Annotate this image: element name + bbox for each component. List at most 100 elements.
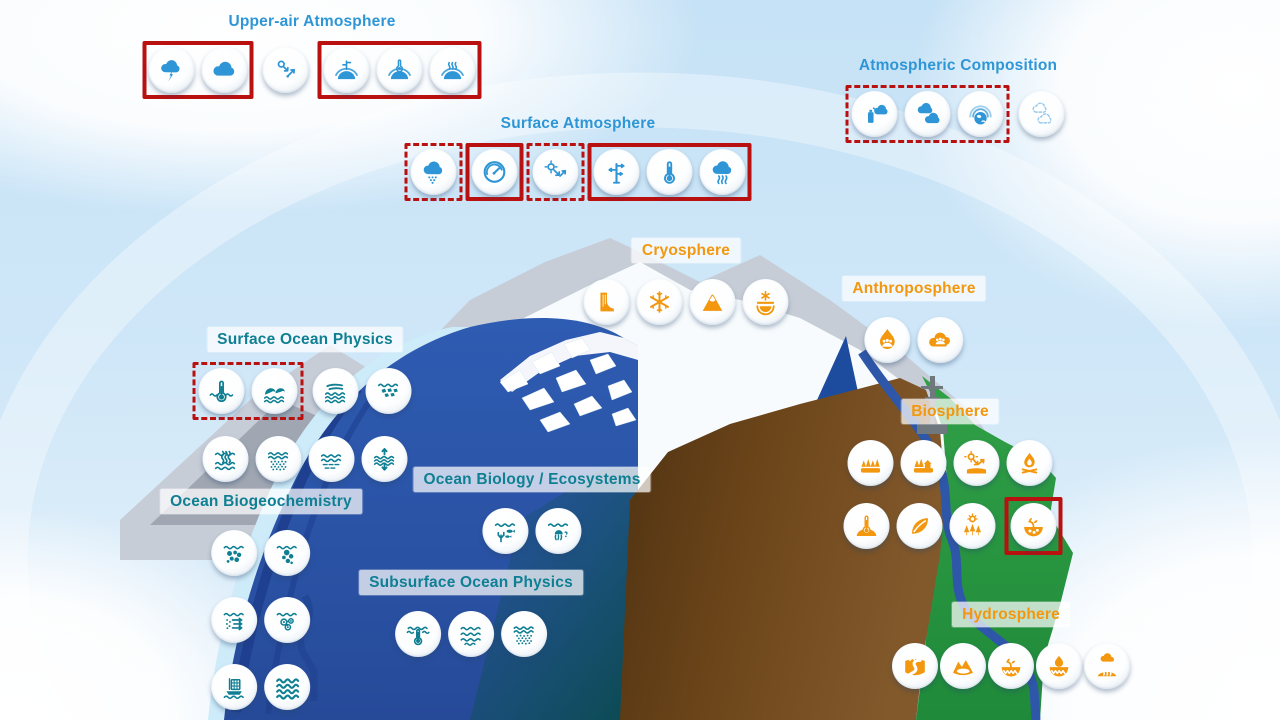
precipitation-icon[interactable] [410, 149, 457, 196]
upper-air-water-vapour-icon[interactable] [429, 47, 476, 94]
snow-icon[interactable] [636, 279, 683, 326]
icon-segment [206, 658, 317, 716]
lake-glyph [949, 652, 977, 680]
group-anthroposphere: Anthroposphere [842, 276, 986, 369]
surface-currents-icon[interactable] [202, 436, 249, 483]
cloud-rain-glyph [420, 158, 448, 186]
ozone-glyph [967, 100, 995, 128]
sea-ice-icon[interactable] [365, 368, 412, 415]
transient-tracers-icon[interactable] [211, 664, 258, 711]
sea-level-glyph [318, 445, 346, 473]
surface-temperature-icon[interactable] [646, 149, 693, 196]
highlight-box-solid [587, 143, 752, 202]
spray-cloud-glyph [861, 100, 889, 128]
surface-wind-icon[interactable] [593, 149, 640, 196]
nutrients-icon[interactable] [211, 597, 258, 644]
icon-row [477, 502, 588, 560]
earth-radiation-budget-icon[interactable] [262, 47, 309, 94]
greenhouse-gases-icon[interactable] [904, 91, 951, 138]
ocean-surface-stress-icon[interactable] [312, 368, 359, 415]
sun-arrows-glyph [542, 158, 570, 186]
albedo-icon[interactable] [953, 440, 1000, 487]
albedo-glyph [963, 449, 991, 477]
highlight-box-dotted [404, 143, 463, 202]
marine-habitats-icon[interactable] [482, 508, 529, 555]
group-label-biosphere: Biosphere [901, 399, 999, 425]
group-label-cryosphere: Cryosphere [631, 238, 741, 264]
groundwater-icon[interactable] [988, 643, 1034, 690]
land-surface-temperature-icon[interactable] [843, 503, 890, 550]
land-cover-icon[interactable] [900, 440, 947, 487]
icon-row [206, 658, 317, 716]
icon-row [578, 273, 795, 331]
sea-surface-salinity-icon[interactable] [255, 436, 302, 483]
groundwater-glyph [997, 652, 1025, 680]
surface-stress-glyph [322, 377, 350, 405]
icon-row [886, 637, 1136, 695]
leaf-area-index-icon[interactable] [896, 503, 943, 550]
upper-air-wind-icon[interactable] [323, 47, 370, 94]
upper-air-temperature-icon[interactable] [376, 47, 423, 94]
cloud-people-glyph [926, 326, 954, 354]
plankton-icon[interactable] [535, 508, 582, 555]
evap-land-glyph [1093, 652, 1121, 680]
plankton-glyph [545, 517, 573, 545]
precursor-clouds-glyph [1028, 100, 1056, 128]
cloud-vapour-glyph [709, 158, 737, 186]
sub-salinity-glyph [510, 620, 538, 648]
lakes-icon[interactable] [940, 643, 986, 690]
group-label-subsurface-ocean-physics: Subsurface Ocean Physics [359, 570, 583, 596]
nutrients-glyph [221, 606, 249, 634]
sea-state-icon[interactable] [251, 368, 298, 415]
sea-ice-floes-glyph [375, 377, 403, 405]
ground-thermo-glyph [853, 512, 881, 540]
fire-icon[interactable] [1006, 440, 1053, 487]
anthropogenic-water-use-icon[interactable] [864, 317, 911, 364]
salinity-glyph [265, 445, 293, 473]
highlight-box-dotted [192, 362, 304, 421]
icon-row [858, 311, 969, 369]
oxygen-icon[interactable] [264, 530, 311, 577]
icon-segment [206, 591, 317, 649]
group-ocean-biology-ecosystems: Ocean Biology / Ecosystems [413, 467, 651, 560]
thermo-waves-glyph [208, 377, 236, 405]
inorganic-carbon-icon[interactable] [211, 530, 258, 577]
ocean-colour-icon[interactable] [264, 664, 311, 711]
soil-moisture-icon[interactable] [1036, 643, 1082, 690]
ocean-surface-heat-flux-icon[interactable] [361, 436, 408, 483]
icon-row [389, 605, 553, 663]
surface-radiation-budget-icon[interactable] [532, 149, 579, 196]
sea-surface-temperature-icon[interactable] [198, 368, 245, 415]
aerosols-icon[interactable] [851, 91, 898, 138]
group-label-upper-air-atmosphere: Upper-air Atmosphere [228, 13, 396, 30]
soil-carbon-icon[interactable] [1010, 503, 1057, 550]
anthropogenic-ghg-fluxes-icon[interactable] [917, 317, 964, 364]
coral-fish-glyph [492, 517, 520, 545]
icon-segment [197, 430, 414, 488]
glaciers-icon[interactable] [689, 279, 736, 326]
above-ground-biomass-icon[interactable] [847, 440, 894, 487]
surface-water-vapour-icon[interactable] [699, 149, 746, 196]
river-glyph [901, 652, 929, 680]
surface-pressure-icon[interactable] [471, 149, 518, 196]
subsurface-temperature-icon[interactable] [395, 611, 441, 658]
subsurface-currents-icon[interactable] [448, 611, 494, 658]
gauge-glyph [481, 158, 509, 186]
clouds-icon[interactable] [201, 47, 248, 94]
fapar-icon[interactable] [949, 503, 996, 550]
trees-row-glyph [857, 449, 885, 477]
precursors-icon[interactable] [1018, 91, 1065, 138]
oxygen-glyph [274, 539, 302, 567]
evaporation-from-land-icon[interactable] [1084, 643, 1130, 690]
ozone-icon[interactable] [957, 91, 1004, 138]
permafrost-icon[interactable] [742, 279, 789, 326]
river-discharge-icon[interactable] [892, 643, 938, 690]
group-upper-air-atmosphere: Upper-air Atmosphere [142, 12, 482, 100]
ice-sheets-icon[interactable] [583, 279, 630, 326]
nitrous-oxide-icon[interactable] [264, 597, 311, 644]
ice-cliff-glyph [593, 288, 621, 316]
sea-level-icon[interactable] [308, 436, 355, 483]
lightning-icon[interactable] [148, 47, 195, 94]
subsurface-salinity-icon[interactable] [501, 611, 547, 658]
